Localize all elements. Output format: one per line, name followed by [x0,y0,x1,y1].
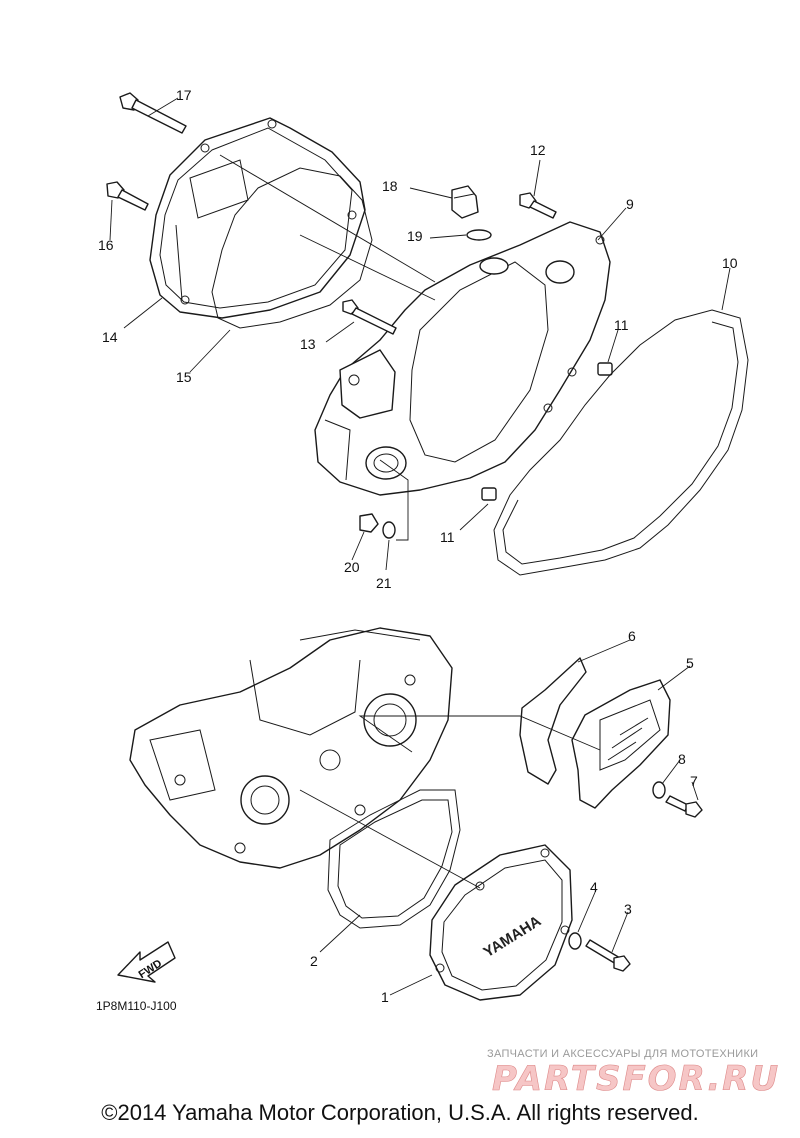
crankcase-cover-gasket[interactable] [493,309,749,576]
copyright-notice: ©2014 Yamaha Motor Corporation, U.S.A. A… [101,1100,699,1125]
callout-9: 9 [626,196,634,212]
callout-5: 5 [686,655,694,671]
callout-13: 13 [300,336,316,352]
callout-2: 2 [310,953,318,969]
callout-6: 6 [628,628,636,644]
magneto-cover-gasket[interactable] [327,789,461,929]
callout-8: 8 [678,751,686,767]
callout-17: 17 [176,87,192,103]
callout-4: 4 [590,879,598,895]
callout-12: 12 [530,142,546,158]
watermark-brand: PARTSFOR.RU [492,1059,780,1099]
callout-3: 3 [624,901,632,917]
bolt-3[interactable] [585,939,631,972]
drain-bolt-20[interactable] [359,513,379,533]
callout-18: 18 [382,178,398,194]
bolt-12[interactable] [519,192,557,219]
gasket-21[interactable] [382,521,396,539]
o-ring-19[interactable] [466,229,492,241]
watermark-tagline: ЗАПЧАСТИ И АКСЕССУАРЫ ДЛЯ МОТОТЕХНИКИ [487,1048,758,1060]
callout-20: 20 [344,559,360,575]
clutch-cover-outer[interactable] [149,117,366,319]
callout-21: 21 [376,575,392,591]
bolt-13[interactable] [342,299,397,335]
callout-14: 14 [102,329,118,345]
leader-lines [109,97,731,996]
washer-4[interactable] [568,932,582,950]
bolt-16[interactable] [106,181,149,211]
forward-direction-badge: FWD [117,941,176,983]
callout-15: 15 [176,369,192,385]
crankcase-cover-right[interactable] [314,221,611,496]
drawing-code: 1P8M110-J100 [96,999,177,1013]
bolt-17[interactable] [119,92,187,134]
callout-1: 1 [381,989,389,1005]
oil-filler-cap[interactable] [451,185,479,219]
magneto-cover[interactable]: YAMAHA [429,844,573,1001]
callout-10: 10 [722,255,738,271]
sprocket-cover[interactable] [571,679,671,809]
callout-16: 16 [98,237,114,253]
callout-7: 7 [690,773,698,789]
clutch-cover-gasket[interactable] [211,167,373,329]
callout-11-upper: 11 [614,317,629,333]
callout-11-lower: 11 [440,529,455,545]
bolt-7[interactable] [665,795,703,818]
crankcase-engine-block [129,627,453,869]
sprocket-cover-plate[interactable] [519,657,587,785]
dowel-pin-upper[interactable] [597,362,613,376]
callout-19: 19 [407,228,423,244]
dowel-pin-lower[interactable] [481,487,497,501]
callouts: 1 2 3 4 5 6 7 8 9 10 11 11 12 13 14 15 1… [98,87,738,1005]
washer-8[interactable] [652,781,666,799]
